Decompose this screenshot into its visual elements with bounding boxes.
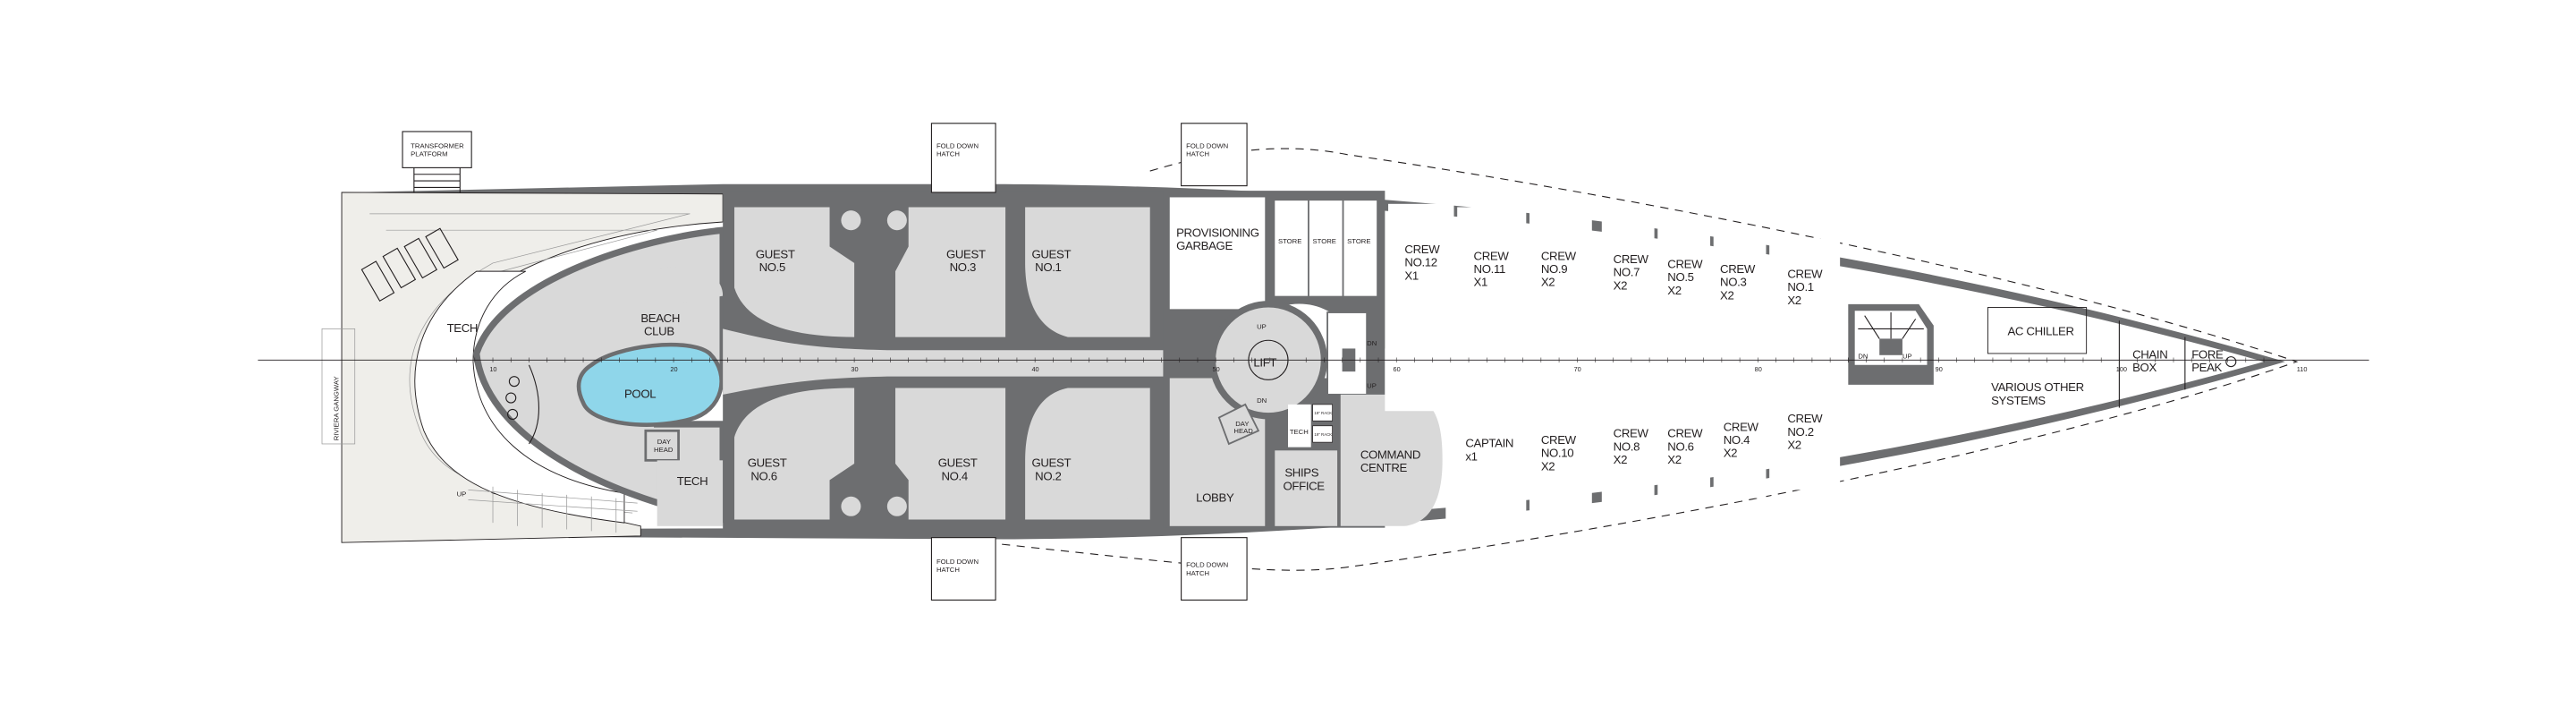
crew-cabins-top xyxy=(1388,203,1841,347)
transformer-platform xyxy=(402,131,472,168)
store-3-label: STORE xyxy=(1347,237,1370,245)
stair-up-label: UP xyxy=(1367,382,1377,390)
tech-upper-label: TECH xyxy=(447,321,479,335)
frame-tick-label: 20 xyxy=(670,365,677,373)
frame-tick-label: 50 xyxy=(1213,365,1220,373)
frame-tick-label: 60 xyxy=(1394,365,1401,373)
sun-loungers xyxy=(360,227,459,302)
frame-tick-label: 40 xyxy=(1031,365,1038,373)
frame-tick-label: 30 xyxy=(851,365,858,373)
crew-cabins-bottom xyxy=(1445,381,1841,522)
guest-cabins xyxy=(734,207,1150,520)
ac-chiller-label: AC CHILLER xyxy=(2007,325,2073,338)
bow-stair-up-label: UP xyxy=(1902,352,1912,360)
store-2-label: STORE xyxy=(1313,237,1336,245)
tech-service-label: TECH xyxy=(1290,428,1309,436)
store-1-label: STORE xyxy=(1278,237,1301,245)
lift-up-label: UP xyxy=(1257,322,1267,330)
lobby-label: LOBBY xyxy=(1196,490,1234,504)
frame-tick-label: 110 xyxy=(2297,365,2308,373)
tech-lower-label: TECH xyxy=(677,474,708,488)
lift-dn-label: DN xyxy=(1257,396,1267,405)
stern-steps xyxy=(468,486,638,533)
lift-label[interactable]: LIFT xyxy=(1253,356,1276,370)
pool xyxy=(576,342,724,427)
frame-ticks: 10 20 30 40 50 60 70 80 90 100 110 xyxy=(456,357,2308,373)
frame-tick-label: 90 xyxy=(1936,365,1943,373)
frame-tick-label: 100 xyxy=(2116,365,2127,373)
pool-label: POOL xyxy=(624,388,656,401)
bow-stair-dn-label: DN xyxy=(1858,352,1868,360)
main-corridor xyxy=(723,328,1380,395)
upper-deck-outline xyxy=(985,148,2299,571)
rack-2-label: 19" RACK xyxy=(1314,432,1332,437)
frame-tick-label: 70 xyxy=(1574,365,1581,373)
frame-tick-label: 80 xyxy=(1755,365,1762,373)
frame-tick-label: 10 xyxy=(489,365,496,373)
gangway-label: RIVIERA GANGWAY xyxy=(332,376,340,440)
stair-dn-label: DN xyxy=(1367,339,1377,347)
ac-chiller xyxy=(1987,307,2088,354)
bar-stools xyxy=(505,364,539,445)
stern-up-label: UP xyxy=(457,490,467,499)
rack-1-label: 19" RACK xyxy=(1314,411,1332,415)
